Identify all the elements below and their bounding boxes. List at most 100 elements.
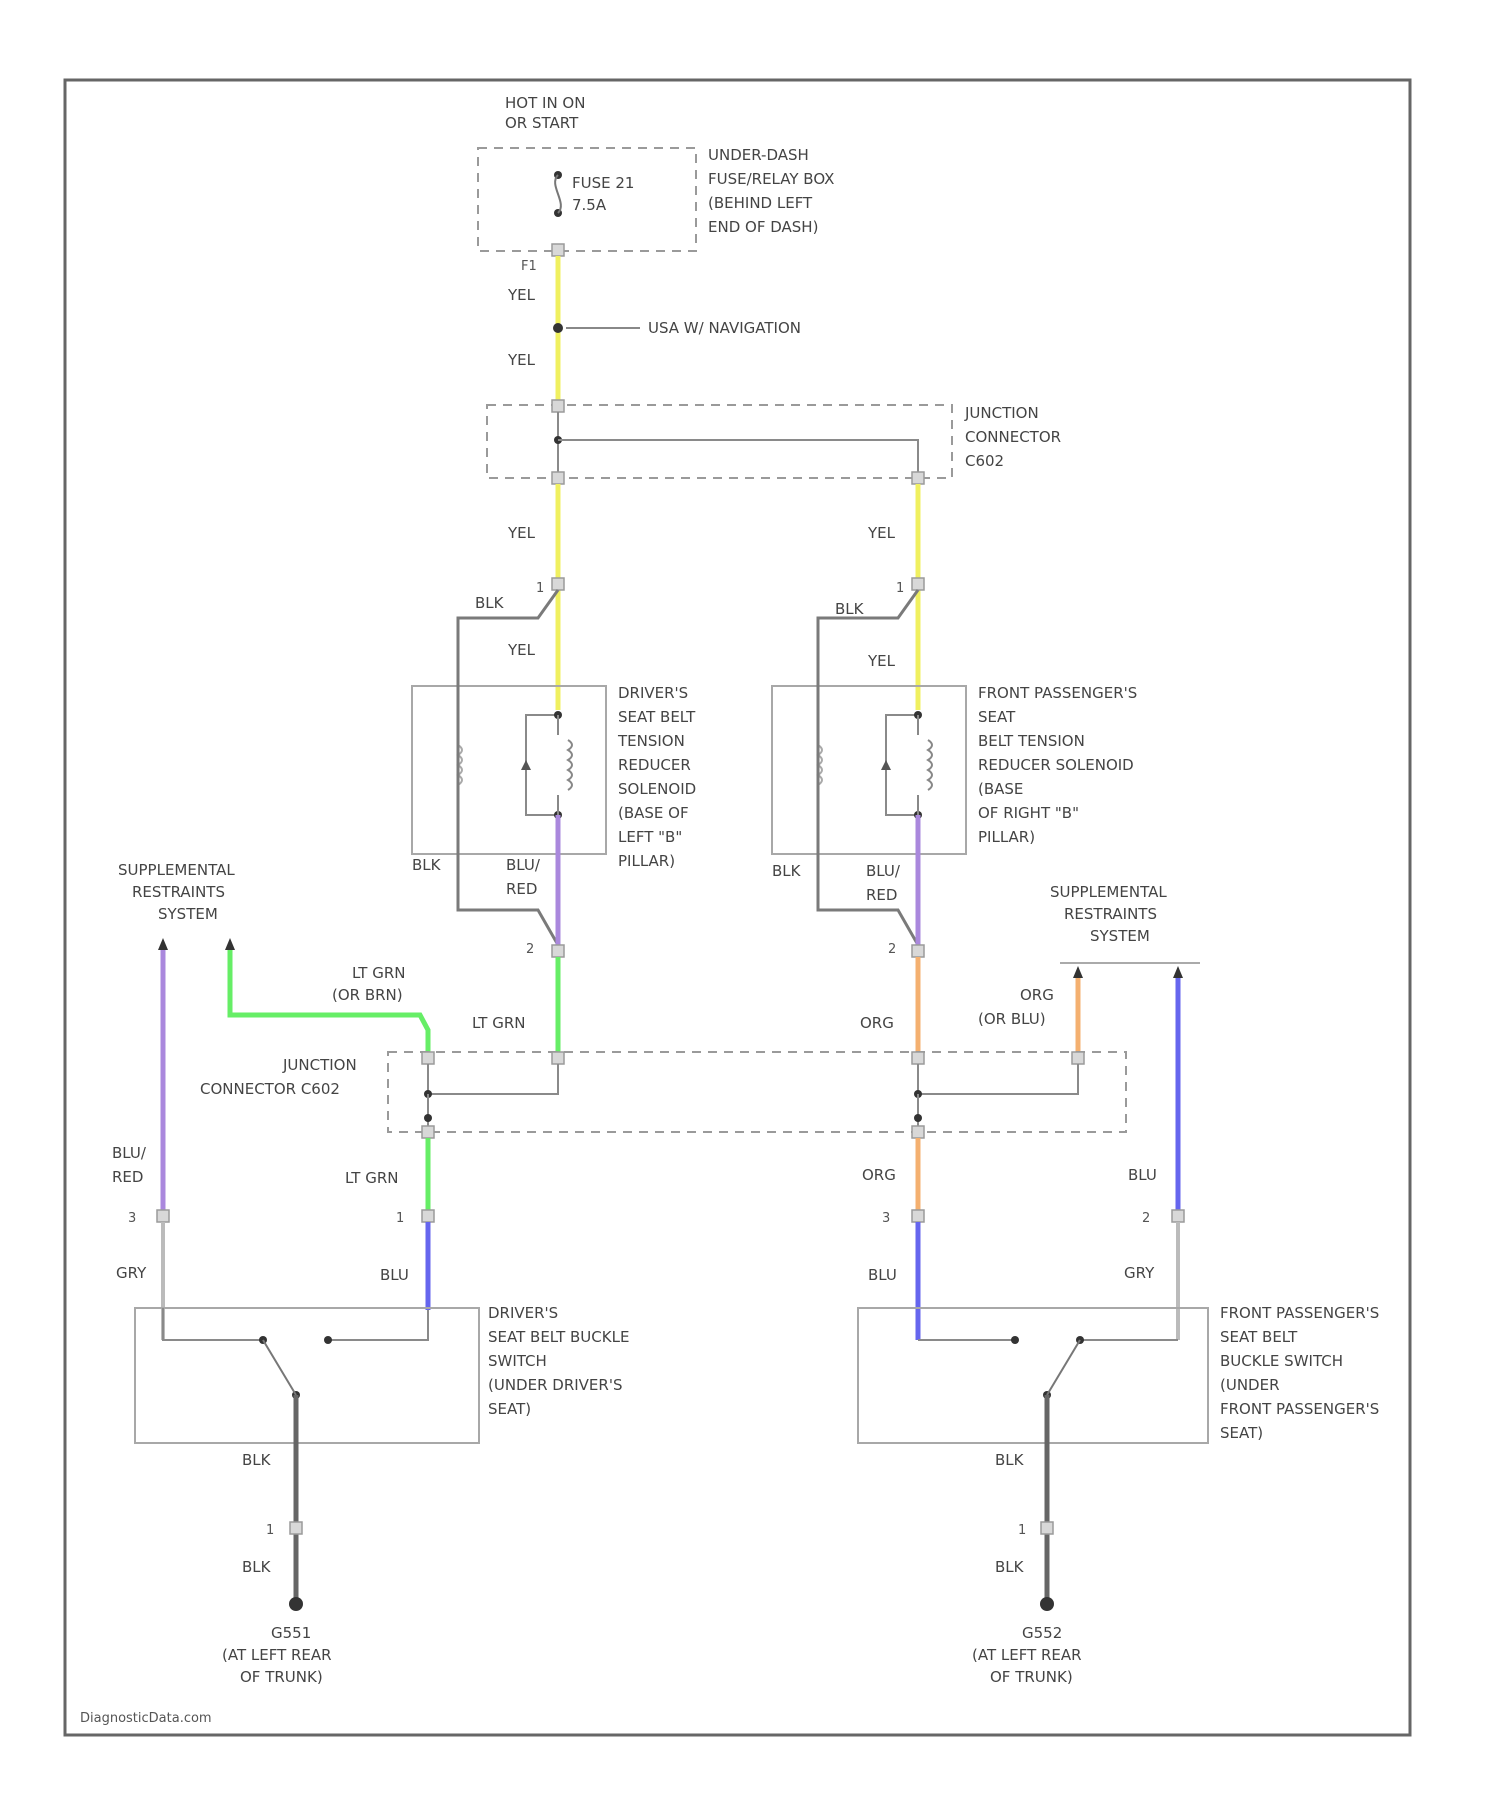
power-source-label: HOT IN ON OR START [505, 94, 585, 132]
footer-watermark: DiagnosticData.com [80, 1711, 212, 1726]
ground-g551-icon [289, 1597, 303, 1611]
passenger-solenoid-label: FRONT PASSENGER'S SEAT BELT TENSION REDU… [978, 684, 1137, 846]
ground-left-label: G551 (AT LEFT REAR OF TRUNK) [222, 1624, 332, 1686]
wire-label-lt-grn-or-brn-b: (OR BRN) [332, 986, 403, 1004]
driver-solenoid-line-1: DRIVER'S [618, 684, 688, 702]
ground-g552-icon [1040, 1597, 1054, 1611]
wire-label-blu-red-3a: BLU/ [112, 1144, 147, 1162]
wire-label-org-2: ORG [862, 1166, 896, 1184]
terminal-f1-label: F1 [521, 259, 537, 274]
ground-left-line-1: G551 [271, 1624, 311, 1642]
junction-bottom-pin-e [422, 1126, 434, 1138]
driver-solenoid-line-5: SOLENOID [618, 780, 696, 798]
wire-label-blu-1: BLU [380, 1266, 409, 1284]
passenger-switch-pin2 [1172, 1210, 1184, 1222]
passenger-solenoid-line-5: (BASE [978, 780, 1023, 798]
driver-solenoid-pin1 [552, 578, 564, 590]
srs-left-line-3: SYSTEM [158, 905, 218, 923]
wire-label-lt-grn-1: LT GRN [472, 1014, 526, 1032]
junction-bottom-bus-left [428, 1064, 558, 1094]
ground-left-line-3: OF TRUNK) [240, 1668, 323, 1686]
hot-line-1: HOT IN ON [505, 94, 585, 112]
fuse-21: FUSE 21 7.5A [554, 171, 634, 217]
ground-right-line-1: G552 [1022, 1624, 1062, 1642]
passenger-switch-line-4: (UNDER [1220, 1376, 1280, 1394]
passenger-solenoid-line-1: FRONT PASSENGER'S [978, 684, 1137, 702]
passenger-switch-pin3 [912, 1210, 924, 1222]
passenger-switch-line-6: SEAT) [1220, 1424, 1263, 1442]
splice-navigation-label: USA W/ NAVIGATION [648, 319, 801, 337]
driver-ground-pin [290, 1522, 302, 1534]
driver-switch-line-4: (UNDER DRIVER'S [488, 1376, 622, 1394]
passenger-switch-line-1: FRONT PASSENGER'S [1220, 1304, 1379, 1322]
ground-right-line-3: OF TRUNK) [990, 1668, 1073, 1686]
ground-left-line-2: (AT LEFT REAR [222, 1646, 332, 1664]
passenger-switch-line-2: SEAT BELT [1220, 1328, 1298, 1346]
ground-right-line-2: (AT LEFT REAR [972, 1646, 1082, 1664]
wire-label-yel-3: YEL [507, 524, 536, 542]
fuse-box-name-2: FUSE/RELAY BOX [708, 170, 834, 188]
junction-top-bus [558, 440, 918, 478]
srs-left-line-2: RESTRAINTS [132, 883, 225, 901]
passenger-solenoid-line-3: BELT TENSION [978, 732, 1085, 750]
srs-right-label: SUPPLEMENTAL RESTRAINTS SYSTEM [1050, 883, 1167, 945]
wire-label-blk-4: BLK [772, 862, 802, 880]
passenger-switch-line-3: BUCKLE SWITCH [1220, 1352, 1343, 1370]
wire-label-yel-2: YEL [507, 351, 536, 369]
fuse-box-name-4: END OF DASH) [708, 218, 818, 236]
wire-label-blk-3: BLK [835, 600, 865, 618]
driver-solenoid-label: DRIVER'S SEAT BELT TENSION REDUCER SOLEN… [617, 684, 696, 870]
passenger-solenoid-pin1 [912, 578, 924, 590]
junction-bottom-bus-right [918, 1064, 1078, 1094]
passenger-ground-pin-label: 1 [1018, 1523, 1026, 1538]
passenger-switch-pin2-label: 2 [1142, 1211, 1150, 1226]
driver-solenoid-coil [458, 711, 572, 819]
junction-top-line-2: CONNECTOR [965, 428, 1061, 446]
driver-switch-contacts [163, 1308, 428, 1399]
driver-solenoid-pin2 [552, 945, 564, 957]
wire-label-blu-red-3b: RED [112, 1168, 143, 1186]
passenger-switch-pin3-label: 3 [882, 1211, 890, 1226]
driver-solenoid-line-7: LEFT "B" [618, 828, 682, 846]
junction-top-label: JUNCTION CONNECTOR C602 [964, 404, 1061, 470]
junction-bottom-pin-b [552, 1052, 564, 1064]
passenger-solenoid-coil [818, 711, 932, 819]
wire-label-org-or-blu-b: (OR BLU) [978, 1010, 1046, 1028]
passenger-switch-line-5: FRONT PASSENGER'S [1220, 1400, 1379, 1418]
wire-label-lt-grn-2: LT GRN [345, 1169, 399, 1187]
driver-switch-pin3 [157, 1210, 169, 1222]
junction-top-pin-out-left [552, 472, 564, 484]
srs-right-terminal-2 [1173, 966, 1183, 978]
srs-left-terminal-1 [158, 938, 168, 950]
wire-label-blu-2: BLU [1128, 1166, 1157, 1184]
driver-solenoid-line-2: SEAT BELT [618, 708, 696, 726]
junction-bottom-node-right-2 [914, 1114, 922, 1122]
driver-solenoid-pin1-label: 1 [536, 581, 544, 596]
wire-label-blu-red-2a: BLU/ [866, 862, 901, 880]
wire-label-blu-red-1a: BLU/ [506, 856, 541, 874]
driver-solenoid-line-3: TENSION [617, 732, 685, 750]
ground-right-label: G552 (AT LEFT REAR OF TRUNK) [972, 1624, 1082, 1686]
junction-top-line-1: JUNCTION [964, 404, 1039, 422]
fuse-box-name-3: (BEHIND LEFT [708, 194, 813, 212]
wire-label-gry-2: GRY [1124, 1264, 1155, 1282]
driver-switch-line-3: SWITCH [488, 1352, 547, 1370]
wire-label-blu-red-2b: RED [866, 886, 897, 904]
passenger-switch-contacts [918, 1336, 1178, 1399]
srs-left-terminal-2 [225, 938, 235, 950]
srs-right-line-3: SYSTEM [1090, 927, 1150, 945]
driver-ground-pin-label: 1 [266, 1523, 274, 1538]
passenger-solenoid-pin2-label: 2 [888, 942, 896, 957]
fuse-box-name-1: UNDER-DASH [708, 146, 809, 164]
driver-solenoid-line-6: (BASE OF [618, 804, 689, 822]
driver-switch-pin1 [422, 1210, 434, 1222]
wire-label-org-1: ORG [860, 1014, 894, 1032]
passenger-solenoid-line-2: SEAT [978, 708, 1016, 726]
srs-right-line-2: RESTRAINTS [1064, 905, 1157, 923]
hot-line-2: OR START [505, 114, 579, 132]
splice-navigation [553, 323, 563, 333]
wire-label-blk-7: BLK [995, 1451, 1025, 1469]
wire-label-yel-1: YEL [507, 286, 536, 304]
fuse-box-label: UNDER-DASH FUSE/RELAY BOX (BEHIND LEFT E… [708, 146, 834, 236]
fuse-rating: 7.5A [572, 196, 607, 214]
